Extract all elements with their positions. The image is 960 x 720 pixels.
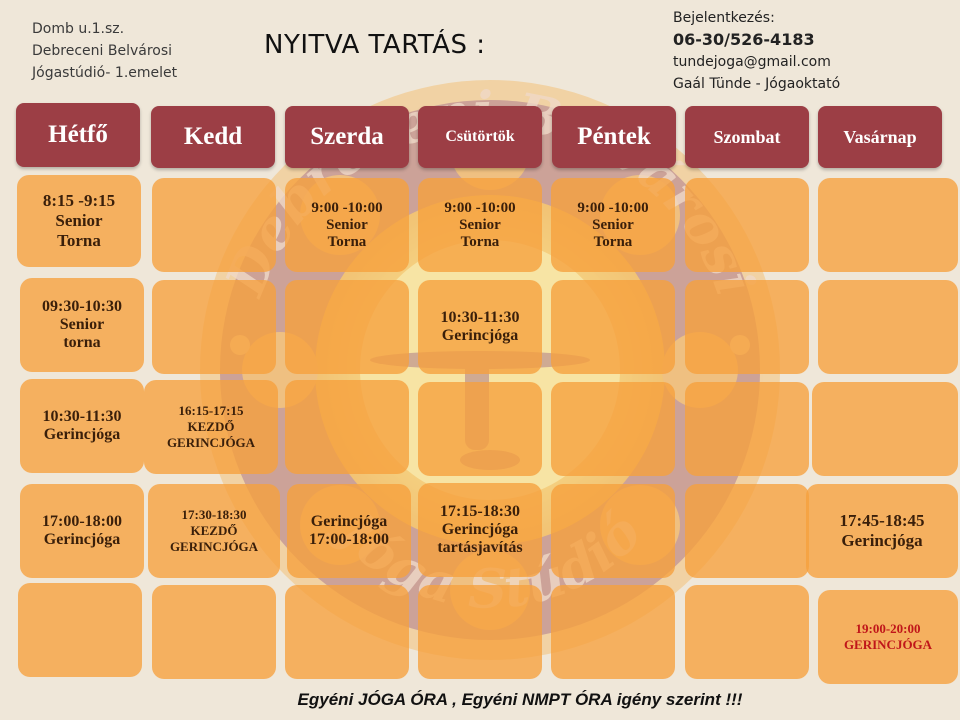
- schedule-cell-sat-4: [685, 484, 809, 578]
- schedule-cell-mon-3: 10:30-11:30 Gerincjóga: [20, 379, 144, 473]
- schedule-cell-sat-2: [685, 280, 809, 374]
- schedule-cell-sat-5: [685, 585, 809, 679]
- footer-note: Egyéni JÓGA ÓRA , Egyéni NMPT ÓRA igény …: [297, 690, 743, 709]
- contact-name: Gaál Tünde - Jógaoktató: [673, 76, 841, 92]
- schedule-cell-thu-4: 17:15-18:30 Gerincjóga tartásjavítás: [418, 483, 542, 577]
- schedule-cell-wed-1: 9:00 -10:00 Senior Torna: [285, 178, 409, 272]
- schedule-cell-sun-2: [818, 280, 958, 374]
- schedule-cell-mon-4: 17:00-18:00 Gerincjóga: [20, 484, 144, 578]
- schedule-cell-sun-4: 17:45-18:45 Gerincjóga: [806, 484, 958, 578]
- schedule-cell-mon-1: 8:15 -9:15 Senior Torna: [17, 175, 141, 267]
- schedule-cell-sat-3: [685, 382, 809, 476]
- schedule-cell-fri-3: [551, 382, 675, 476]
- schedule-cell-fri-4: [551, 484, 675, 578]
- schedule-cell-sun-1: [818, 178, 958, 272]
- address-line-2: Debreceni Belvárosi: [32, 43, 173, 59]
- schedule-cell-wed-3: [285, 380, 409, 474]
- day-header-monday: Hétfő: [16, 103, 140, 167]
- schedule-cell-fri-2: [551, 280, 675, 374]
- page-title: NYITVA TARTÁS :: [264, 30, 486, 60]
- schedule-cell-fri-5: [551, 585, 675, 679]
- day-header-tuesday: Kedd: [151, 106, 275, 168]
- day-header-thursday: Csütörtök: [418, 106, 542, 168]
- studio-address: Domb u.1.sz. Debreceni Belvárosi Jógastú…: [32, 18, 177, 84]
- schedule-cell-wed-4: Gerincjóga 17:00-18:00: [287, 484, 411, 578]
- schedule-cell-tue-4: 17:30-18:30 KEZDŐ GERINCJÓGA: [148, 484, 280, 578]
- schedule-cell-fri-1: 9:00 -10:00 Senior Torna: [551, 178, 675, 272]
- schedule-cell-mon-5: [18, 583, 142, 677]
- schedule-cell-tue-5: [152, 585, 276, 679]
- schedule-cell-thu-1: 9:00 -10:00 Senior Torna: [418, 178, 542, 272]
- schedule-cell-thu-2: 10:30-11:30 Gerincjóga: [418, 280, 542, 374]
- schedule-cell-mon-2: 09:30-10:30 Senior torna: [20, 278, 144, 372]
- address-line-1: Domb u.1.sz.: [32, 21, 125, 37]
- contact-email[interactable]: tundejoga@gmail.com: [673, 54, 831, 70]
- schedule-cell-wed-2: [285, 280, 409, 374]
- contact-info: Bejelentkezés: 06-30/526-4183 tundejoga@…: [673, 7, 840, 95]
- day-header-saturday: Szombat: [685, 106, 809, 168]
- schedule-cell-tue-1: [152, 178, 276, 272]
- schedule-cell-wed-5: [285, 585, 409, 679]
- schedule-cell-thu-5: [418, 585, 542, 679]
- contact-phone[interactable]: 06-30/526-4183: [673, 30, 815, 49]
- day-header-wednesday: Szerda: [285, 106, 409, 168]
- schedule-cell-sat-1: [685, 178, 809, 272]
- schedule-cell-tue-2: [152, 280, 276, 374]
- address-line-3: Jógastúdió- 1.emelet: [32, 65, 178, 81]
- day-header-friday: Péntek: [552, 106, 676, 168]
- schedule-cell-tue-3: 16:15-17:15 KEZDŐ GERINCJÓGA: [144, 380, 278, 474]
- schedule-cell-sun-3: [812, 382, 958, 476]
- day-header-sunday: Vasárnap: [818, 106, 942, 168]
- schedule-cell-thu-3: [418, 382, 542, 476]
- contact-label: Bejelentkezés:: [673, 10, 775, 26]
- schedule-cell-sun-5: 19:00-20:00 GERINCJÓGA: [818, 590, 958, 684]
